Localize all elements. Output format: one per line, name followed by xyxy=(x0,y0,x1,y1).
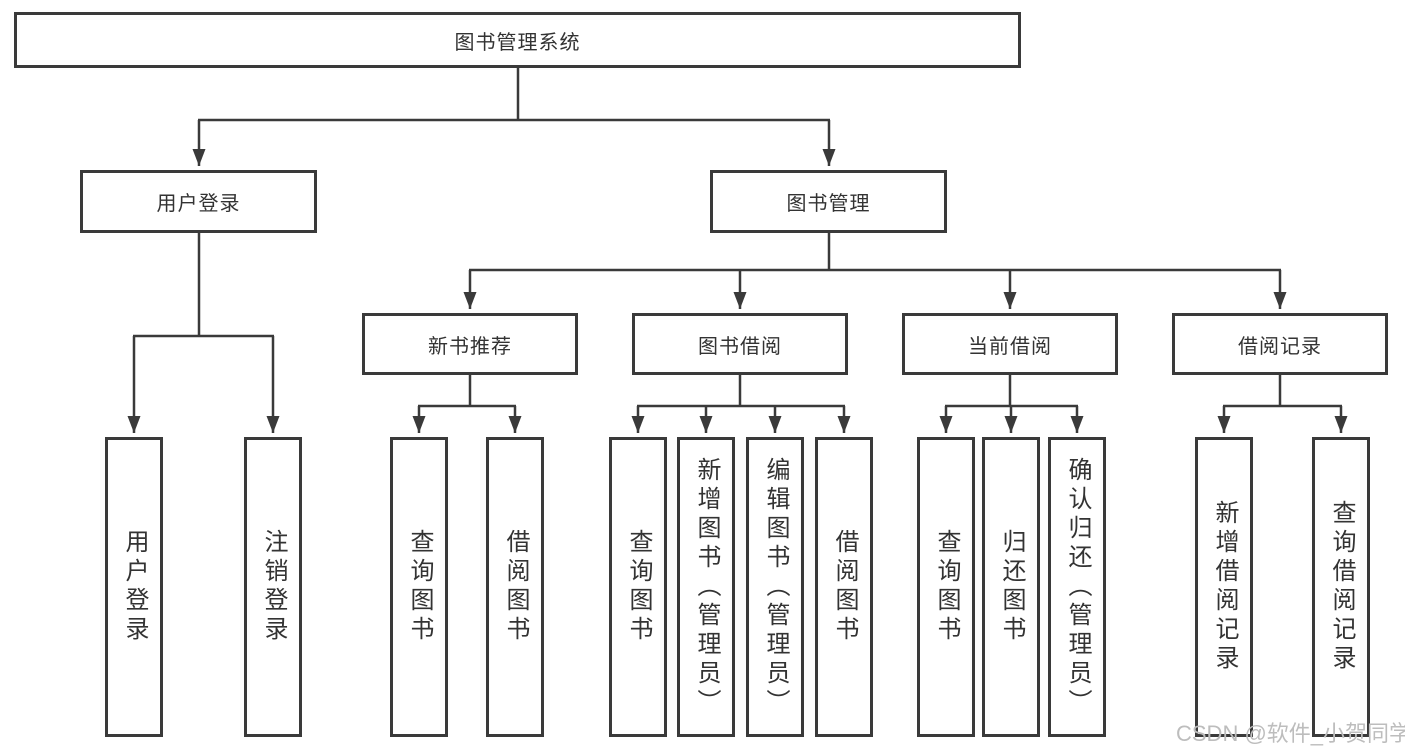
node-label: 新书推荐 xyxy=(428,335,512,358)
node-label: 图书借阅 xyxy=(698,335,782,358)
node-label: 查询图书 xyxy=(933,529,960,645)
node-borrow-book: 借阅图书 xyxy=(815,437,873,737)
node-label: 归还图书 xyxy=(998,529,1025,645)
node-book-management-branch: 图书管理 xyxy=(710,170,947,233)
node-query-book-recommend: 查询图书 xyxy=(390,437,448,737)
node-label: 查询图书 xyxy=(625,529,652,645)
node-query-book-current: 查询图书 xyxy=(917,437,975,737)
node-label: 当前借阅 xyxy=(968,335,1052,358)
node-label: 借阅记录 xyxy=(1238,335,1322,358)
node-label: 借阅图书 xyxy=(831,529,858,645)
node-label: 注销登录 xyxy=(260,529,287,645)
node-label: 确认归还（管理员） xyxy=(1064,456,1091,718)
node-add-borrow-record: 新增借阅记录 xyxy=(1195,437,1253,737)
node-label: 新增借阅记录 xyxy=(1211,500,1238,674)
node-label: 编辑图书（管理员） xyxy=(762,456,789,718)
node-logout-login: 注销登录 xyxy=(244,437,302,737)
node-current-borrowing: 当前借阅 xyxy=(902,313,1118,375)
node-query-book-borrowing: 查询图书 xyxy=(609,437,667,737)
node-label: 新增图书（管理员） xyxy=(693,456,720,718)
node-borrow-records: 借阅记录 xyxy=(1172,313,1388,375)
node-add-book-admin: 新增图书（管理员） xyxy=(677,437,735,737)
node-label: 图书管理系统 xyxy=(454,31,581,54)
node-confirm-return-admin: 确认归还（管理员） xyxy=(1048,437,1106,737)
node-label: 用户登录 xyxy=(156,193,241,215)
node-label: 图书管理 xyxy=(786,193,871,215)
node-user-login: 用户登录 xyxy=(105,437,163,737)
node-borrow-book-recommend: 借阅图书 xyxy=(486,437,544,737)
node-label: 查询借阅记录 xyxy=(1328,500,1355,674)
node-user-login-branch: 用户登录 xyxy=(80,170,317,233)
node-library-system-root: 图书管理系统 xyxy=(14,12,1021,68)
node-edit-book-admin: 编辑图书（管理员） xyxy=(746,437,804,737)
node-return-book: 归还图书 xyxy=(982,437,1040,737)
node-new-book-recommend: 新书推荐 xyxy=(362,313,578,375)
node-label: 查询图书 xyxy=(406,529,433,645)
node-book-borrowing: 图书借阅 xyxy=(632,313,848,375)
node-query-borrow-record: 查询借阅记录 xyxy=(1312,437,1370,737)
node-label: 借阅图书 xyxy=(502,529,529,645)
watermark-text: CSDN @软件_小贺同学 xyxy=(1176,721,1405,746)
node-label: 用户登录 xyxy=(121,529,148,645)
